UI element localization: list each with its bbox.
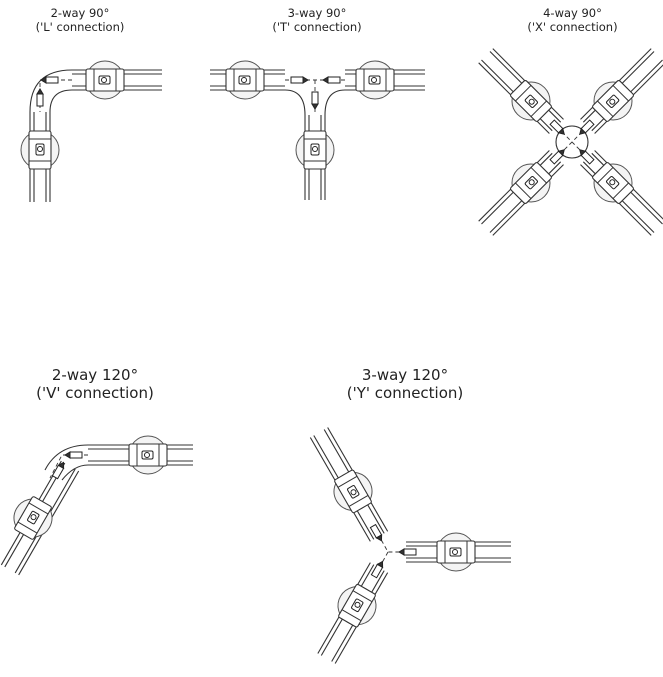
caption-y-subtitle: ('Y' connection): [346, 384, 464, 402]
caption-t-subtitle: ('T' connection): [272, 20, 362, 34]
diagram-y-connection: [309, 426, 512, 665]
caption-x-title: 4-way 90°: [543, 6, 602, 20]
diagram-v-connection: [0, 435, 194, 576]
caption-t: 3-way 90° ('T' connection): [262, 6, 372, 34]
caption-x: 4-way 90° ('X' connection): [515, 6, 630, 34]
caption-l: 2-way 90° ('L' connection): [25, 6, 135, 34]
caption-l-title: 2-way 90°: [50, 6, 110, 20]
diagram-t-connection: [209, 60, 426, 201]
caption-t-title: 3-way 90°: [287, 6, 347, 20]
caption-y: 3-way 120° ('Y' connection): [335, 366, 475, 402]
caption-v-title: 2-way 120°: [51, 366, 139, 384]
caption-v: 2-way 120° ('V' connection): [25, 366, 165, 402]
diagram-x-connection: [478, 48, 663, 236]
caption-x-subtitle: ('X' connection): [527, 20, 618, 34]
caption-v-subtitle: ('V' connection): [36, 384, 154, 402]
caption-l-subtitle: ('L' connection): [35, 20, 125, 34]
caption-y-title: 3-way 120°: [361, 366, 449, 384]
diagram-l-connection: [20, 60, 163, 203]
